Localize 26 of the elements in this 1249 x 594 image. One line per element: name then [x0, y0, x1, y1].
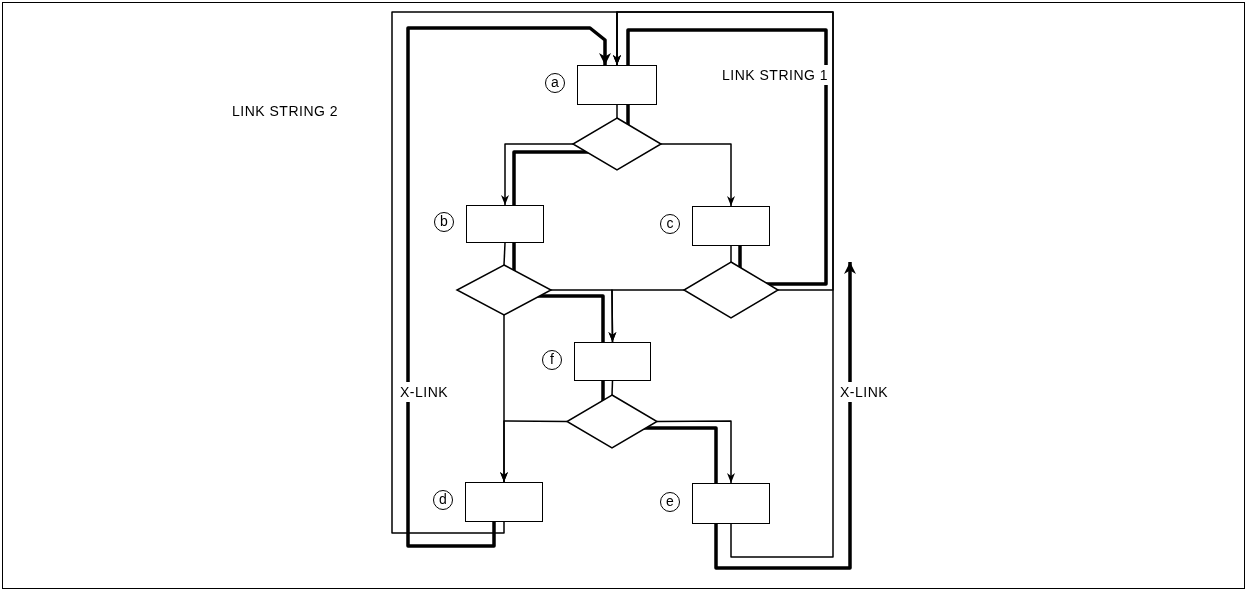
- circled-letter: c: [660, 214, 680, 234]
- circled-letter: a: [545, 73, 565, 93]
- circled-letter: d: [433, 490, 453, 510]
- decision-diamond: [573, 118, 661, 170]
- circled-letter: b: [434, 212, 454, 232]
- link-string-arrow: [406, 26, 611, 548]
- process-box: [692, 483, 770, 524]
- process-box: [465, 482, 543, 522]
- process-box: [577, 65, 657, 105]
- flow-arrow: [613, 11, 834, 558]
- process-box: [466, 205, 544, 243]
- flow-arrow: [660, 143, 735, 207]
- annotation-label: LINK STRING 1: [722, 65, 829, 85]
- annotation-label: X-LINK: [400, 382, 449, 402]
- process-box: [574, 342, 651, 381]
- flow-arrow: [501, 143, 574, 206]
- circled-letter: f: [542, 349, 562, 370]
- decision-diamond: [684, 262, 778, 318]
- process-box: [692, 206, 770, 246]
- decision-diamond: [567, 395, 657, 448]
- flow-arrow: [500, 420, 568, 483]
- flow-arrow: [656, 420, 735, 484]
- annotation-label: X-LINK: [840, 382, 889, 402]
- decision-diamond: [457, 265, 551, 315]
- flow-arrow: [608, 289, 685, 343]
- circled-letter: e: [660, 491, 680, 512]
